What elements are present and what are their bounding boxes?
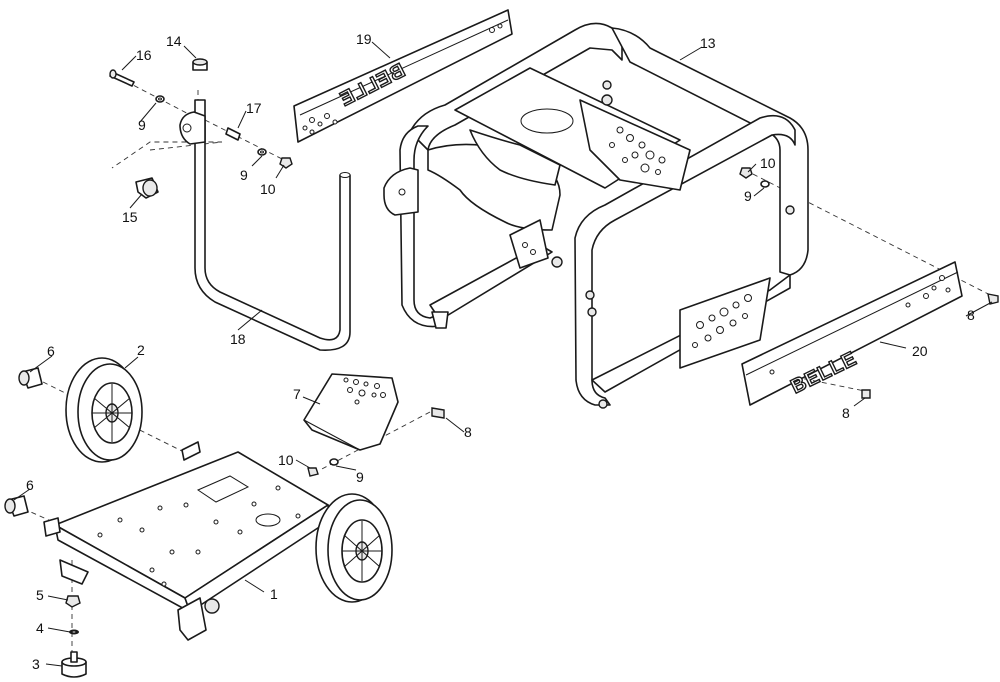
base-plate-holes (97, 485, 301, 587)
callout-18: 18 (230, 331, 246, 347)
brand-rail-bottom: BELLE (741, 261, 963, 406)
callout-1: 1 (270, 586, 278, 602)
rail-top-holes (302, 23, 503, 135)
handle (179, 99, 351, 351)
callout-19: 19 (356, 31, 372, 47)
callout-numbers: 1 2 3 4 5 6 6 7 8 8 8 9 9 9 9 10 10 10 1… (26, 31, 975, 672)
axle-cap-top (18, 367, 43, 389)
callout-20: 20 (912, 343, 928, 359)
frame-fasteners-right (739, 167, 999, 399)
callout-6-upper: 6 (47, 343, 55, 359)
callout-15: 15 (122, 209, 138, 225)
wheel-bottom (315, 493, 393, 603)
callout-14: 14 (166, 33, 182, 49)
callout-8-rail: 8 (967, 307, 975, 323)
callout-leaders (13, 41, 993, 667)
callout-10-bracket: 10 (278, 452, 294, 468)
axle-cap-bottom (4, 495, 29, 517)
callout-13: 13 (700, 35, 716, 51)
callout-9-handle-right: 9 (240, 167, 248, 183)
callout-9-frame: 9 (744, 188, 752, 204)
callout-7: 7 (293, 386, 301, 402)
callout-8-bracket: 8 (464, 424, 472, 440)
callout-10-handle: 10 (260, 181, 276, 197)
callout-3: 3 (32, 656, 40, 672)
callout-6-lower: 6 (26, 477, 34, 493)
frame-vent-holes (609, 126, 666, 175)
callout-2: 2 (137, 342, 145, 358)
callout-9-handle-left: 9 (138, 117, 146, 133)
wheel-top (65, 357, 143, 463)
callout-17: 17 (246, 100, 262, 116)
callout-8-lower: 8 (842, 405, 850, 421)
base-plate (43, 441, 331, 641)
callout-10-frame: 10 (760, 155, 776, 171)
rail-bottom-holes (769, 275, 951, 375)
callout-16: 16 (136, 47, 152, 63)
callout-5: 5 (36, 587, 44, 603)
callout-4: 4 (36, 620, 44, 636)
handle-hardware (109, 58, 293, 199)
lower-vent-holes (692, 294, 752, 348)
bracket (303, 373, 445, 477)
bracket-holes (343, 377, 386, 405)
main-frame (383, 22, 809, 409)
callout-9-bracket: 9 (356, 469, 364, 485)
foot-assembly (61, 595, 87, 678)
